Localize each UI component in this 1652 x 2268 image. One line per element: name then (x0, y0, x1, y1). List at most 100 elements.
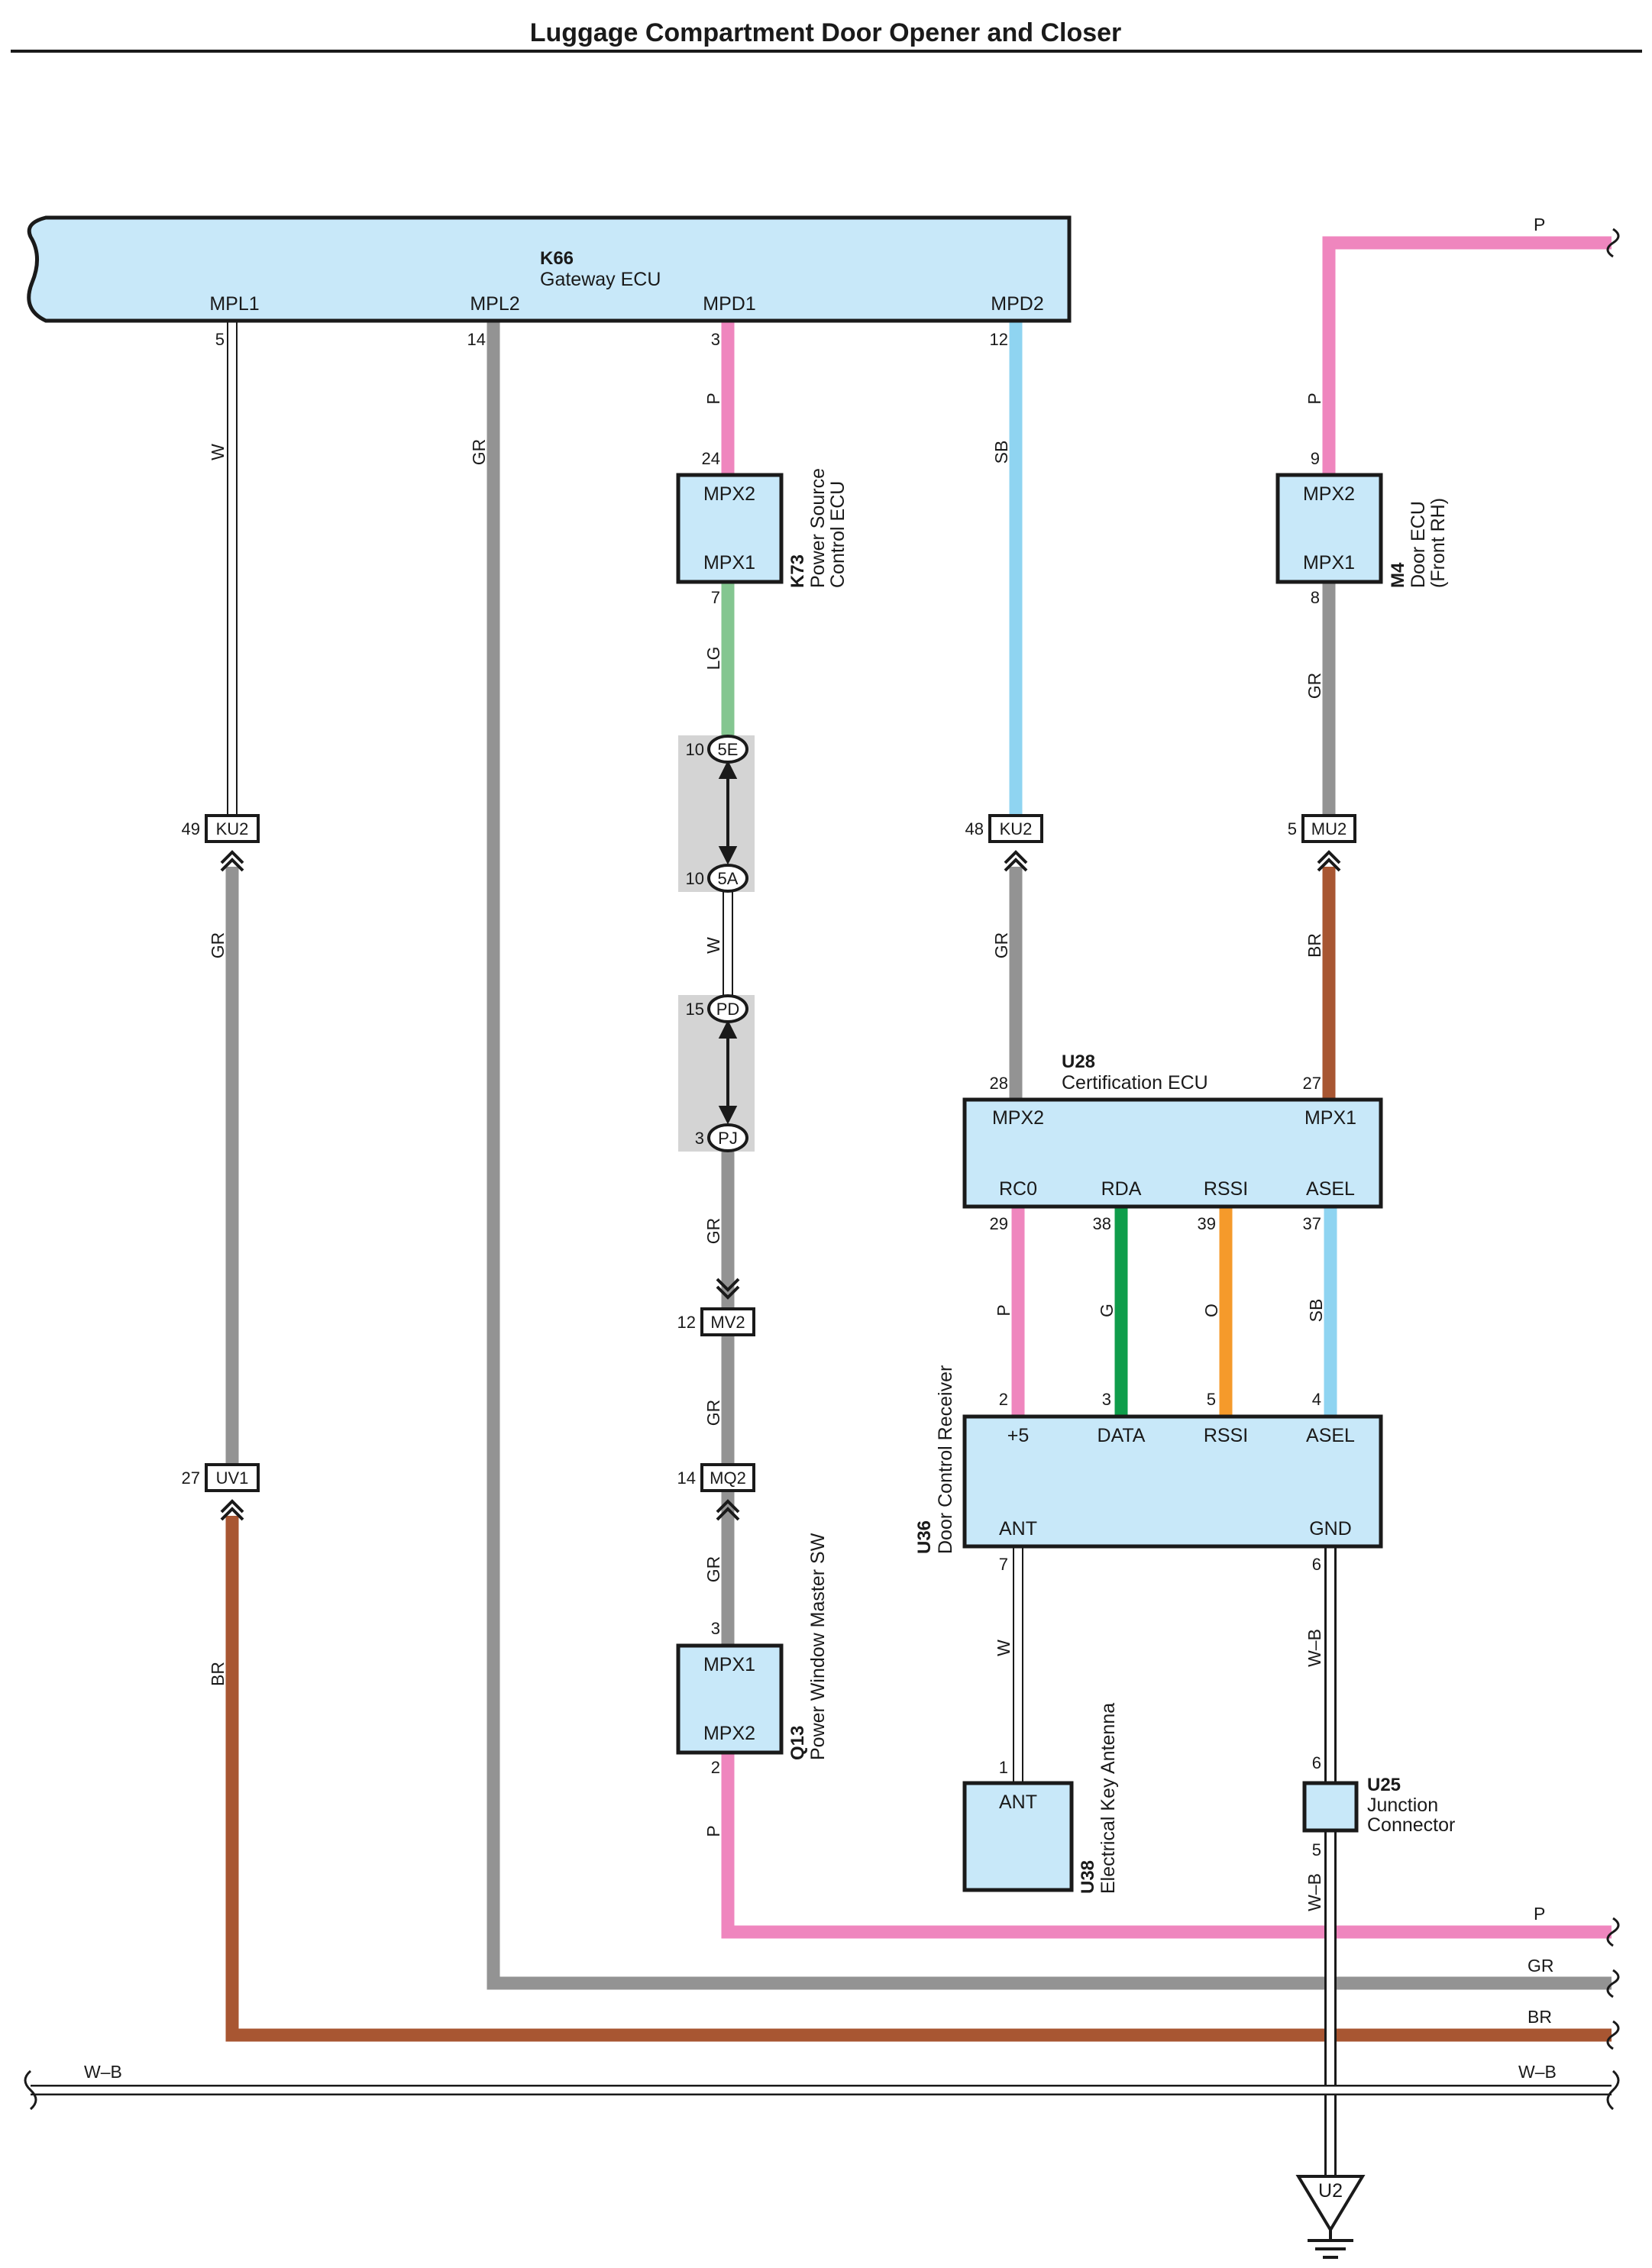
connector-name: PJ (718, 1129, 738, 1148)
connector-body (707, 1123, 748, 1152)
ground-u2: U2 (1295, 2175, 1366, 2259)
u36-code: U36 (914, 1520, 935, 1554)
connector-name: MU2 (1311, 819, 1346, 838)
wire-label-mv2-gr: GR (703, 1400, 723, 1426)
u28-pin-38: 38 (1093, 1214, 1111, 1233)
wire-label-gnd-lower-wb: W–B (1304, 1873, 1324, 1911)
m4-pin-9: 9 (1311, 449, 1320, 468)
u36-terminal-ant: ANT (999, 1518, 1037, 1539)
u36-pin-5: 5 (1207, 1390, 1216, 1409)
k73-pin-7: 7 (711, 588, 720, 607)
u28-terminal-asel: ASEL (1306, 1178, 1355, 1200)
connector-body (988, 814, 1043, 843)
k66-terminal-mpd1: MPD1 (703, 293, 755, 315)
connector-body (1301, 814, 1356, 843)
k66-code: K66 (540, 248, 574, 269)
wire-label-mpl1-br: BR (208, 1662, 228, 1686)
k73-terminal-mpx2: MPX2 (703, 483, 755, 505)
u38-code: U38 (1078, 1860, 1098, 1894)
k73-terminal-mpx1: MPX1 (703, 552, 755, 573)
wire-label-rc0-p: P (994, 1304, 1014, 1316)
k73-name-l1: Power Source (807, 468, 829, 588)
wire-label-mu2-br: BR (1304, 933, 1324, 958)
wire-label-mpd1-p: P (703, 393, 723, 404)
k66-pin-5: 5 (215, 330, 225, 349)
wire-label-gnd-wb: W–B (1304, 1629, 1324, 1667)
edge-labels: P P GR BR W–B W–B (84, 215, 1557, 2082)
wire-label-rssi-o: O (1201, 1304, 1221, 1317)
wire-label-mq2-gr: GR (703, 1556, 723, 1583)
k66-terminal-mpd2: MPD2 (991, 293, 1043, 315)
chevron-marks (220, 850, 1341, 1521)
wire-mpl1-brown (225, 1516, 1612, 2042)
q13-code: Q13 (787, 1726, 808, 1760)
page-title: Luggage Compartment Door Opener and Clos… (530, 18, 1122, 47)
u28-pin-29: 29 (990, 1214, 1008, 1233)
m4-terminal-mpx2: MPX2 (1303, 483, 1355, 505)
wire-label-mpd2-sb: SB (991, 441, 1011, 464)
k73-code: K73 (787, 554, 808, 588)
wire-labels: W GR BR GR P LG W GR GR GR P SB GR P GR … (208, 393, 1326, 1911)
u28-certification-ecu: U28 Certification ECU MPX2 MPX1 RC0 RDA … (962, 1052, 1383, 1233)
u38-pin-1: 1 (999, 1758, 1008, 1777)
u28-terminal-rssi: RSSI (1204, 1178, 1248, 1200)
wire-label-m4-gr: GR (1304, 673, 1324, 699)
u28-code: U28 (1062, 1052, 1095, 1072)
u36-pin-6: 6 (1312, 1555, 1321, 1574)
u25-pin-6: 6 (1312, 1753, 1321, 1772)
break-marks (24, 228, 1620, 2111)
u36-pin-4: 4 (1312, 1390, 1321, 1409)
k73-power-source-ecu: MPX2 MPX1 24 7 K73 Power Source Control … (676, 449, 849, 607)
wire-label-q13-p: P (703, 1825, 723, 1837)
connector-name: MQ2 (710, 1468, 746, 1488)
wire-label-k73-lg: LG (703, 647, 723, 670)
u38-name: Electrical Key Antenna (1098, 1703, 1119, 1894)
u28-pin-28: 28 (990, 1074, 1008, 1093)
wire-q13-pink (721, 1753, 1612, 1939)
wire-label-mpl1-w: W (208, 444, 228, 460)
edge-label-gr-bottom: GR (1528, 1956, 1554, 1976)
u38-terminal-ant: ANT (999, 1791, 1037, 1813)
connector-body (700, 1463, 755, 1492)
edge-label-p-top: P (1534, 215, 1545, 234)
u36-pin-7: 7 (999, 1555, 1008, 1574)
junction-arrows (718, 760, 738, 1125)
u28-pin-39: 39 (1198, 1214, 1216, 1233)
q13-terminal-mpx2: MPX2 (703, 1723, 755, 1744)
connector-body (707, 864, 748, 893)
u28-name: Certification ECU (1062, 1072, 1208, 1094)
connector-name: UV1 (216, 1468, 249, 1488)
connector-pin: 12 (677, 1313, 696, 1332)
k66-pin-3: 3 (711, 330, 720, 349)
u25-code: U25 (1367, 1775, 1401, 1795)
k66-terminal-mpl2: MPL2 (470, 293, 519, 315)
u25-name-l2: Connector (1367, 1814, 1455, 1836)
wire-label-mpl1-gr: GR (208, 932, 228, 959)
q13-pin-3: 3 (711, 1619, 720, 1638)
u25-name-l1: Junction (1367, 1795, 1438, 1816)
edge-label-wb-left: W–B (84, 2062, 122, 2082)
wire-label-ku2-gr: GR (991, 932, 1011, 959)
connector-pin: 10 (686, 869, 704, 888)
wire-label-junction-w: W (703, 937, 723, 954)
connector-pin: 48 (965, 819, 984, 838)
q13-pin-2: 2 (711, 1758, 720, 1777)
wire-label-pj-gr: GR (703, 1218, 723, 1245)
u28-terminal-mpx1: MPX1 (1304, 1107, 1356, 1129)
u28-pin-37: 37 (1303, 1214, 1321, 1233)
connector-pin: 49 (182, 819, 200, 838)
u36-door-control-receiver: +5 DATA RSSI ASEL ANT GND 2 3 5 4 7 6 U3… (914, 1365, 1383, 1574)
m4-name-l2: (Front RH) (1427, 498, 1449, 588)
q13-name: Power Window Master SW (807, 1533, 829, 1760)
m4-terminal-mpx1: MPX1 (1303, 552, 1355, 573)
q13-terminal-mpx1: MPX1 (703, 1654, 755, 1675)
m4-pin-8: 8 (1311, 588, 1320, 607)
u36-pin-2: 2 (999, 1390, 1008, 1409)
u28-terminal-mpx2: MPX2 (992, 1107, 1044, 1129)
